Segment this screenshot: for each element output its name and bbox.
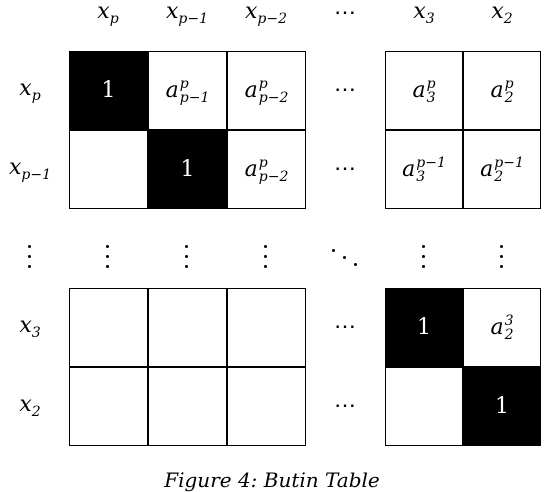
row-label-xp: xp [19, 75, 41, 105]
table-cell-empty [148, 367, 227, 446]
table-cell-black: 1 [463, 367, 541, 446]
column-header-xpm1: xp−1 [165, 0, 209, 28]
column-header-x3: x3 [413, 0, 435, 28]
column-vdots [185, 245, 189, 275]
column-vdots [422, 245, 426, 275]
table-cell-empty [69, 367, 148, 446]
column-header-xpm2: xp−2 [244, 0, 288, 28]
figure-caption: Figure 4: Butin Table [164, 468, 380, 492]
column-vdots [500, 245, 504, 275]
column-header-dots: ⋯ [334, 0, 356, 26]
row-label-x3: x3 [19, 312, 41, 342]
table-cell-black: 1 [148, 130, 227, 209]
cell-hdots: ⋯ [334, 314, 356, 340]
column-header-xp: xp [97, 0, 119, 28]
table-cell-empty [227, 367, 306, 446]
table-cell-empty [227, 288, 306, 367]
column-vdots [264, 245, 268, 275]
column-header-x2: x2 [491, 0, 513, 28]
column-vdots [106, 245, 110, 275]
table-cell-empty [148, 288, 227, 367]
table-cell-black: 1 [69, 51, 148, 130]
cell-hdots: ⋯ [334, 156, 356, 182]
table-cell-empty [69, 130, 148, 209]
table-cell-empty [69, 288, 148, 367]
table-cell-black: 1 [385, 288, 463, 367]
cell-hdots: ⋯ [334, 393, 356, 419]
row-label-vdots [28, 245, 32, 275]
diagonal-dots [330, 247, 360, 267]
row-label-x2: x2 [19, 391, 41, 421]
table-cell-empty [385, 367, 463, 446]
cell-hdots: ⋯ [334, 77, 356, 103]
row-label-xpm1: xp−1 [8, 154, 52, 184]
